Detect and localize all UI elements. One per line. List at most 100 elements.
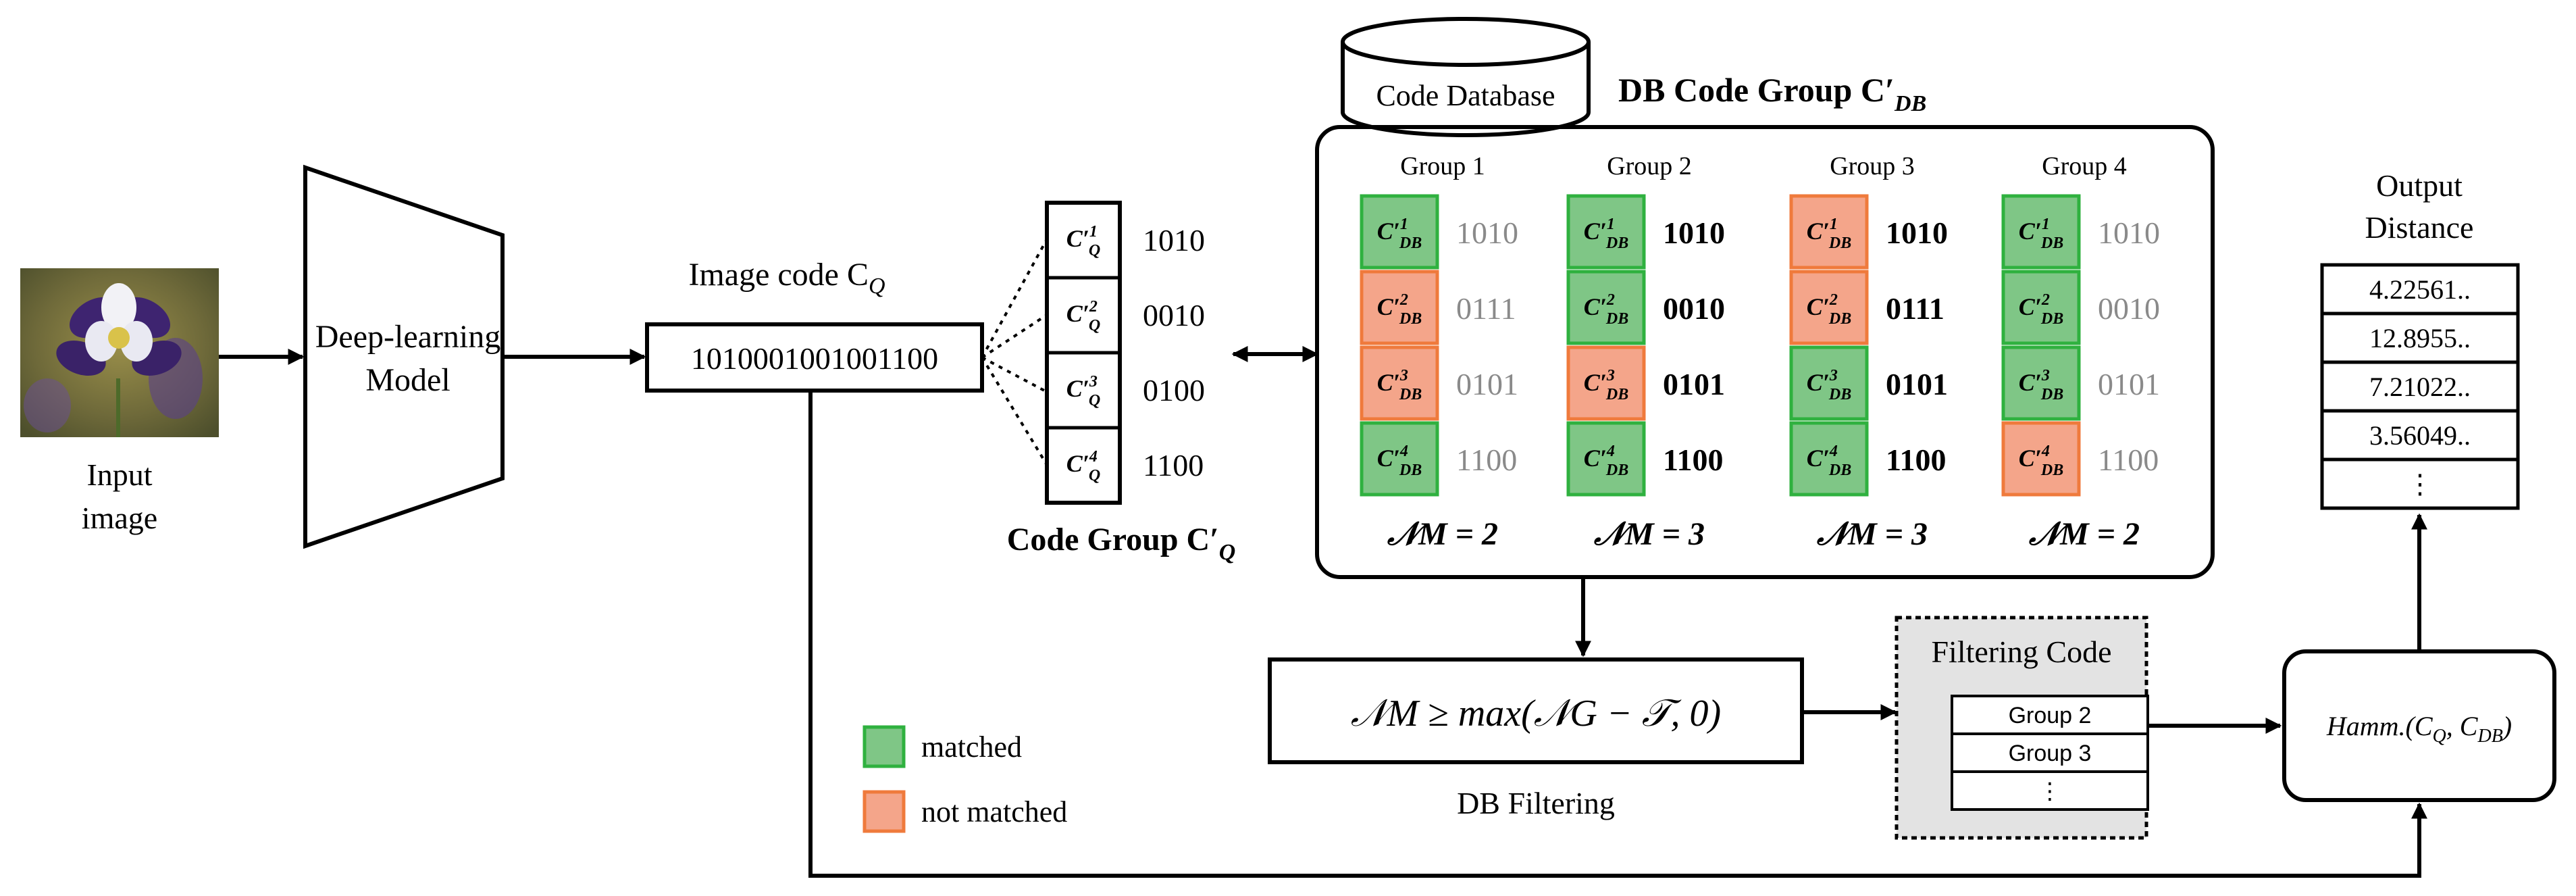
db-cell-1-2-not-matched [1360,270,1439,345]
input-image [20,268,219,437]
flower-icon [56,283,182,437]
output-row-5 [2320,457,2520,510]
db-filtering-box [1268,657,1804,764]
db-group-3-nm: 𝒩M = 3 [1816,516,1928,552]
filtering-row-3 [1951,770,2149,811]
db-cell-1-3-not-matched [1360,345,1439,421]
db-cell-2-2-matched [1566,270,1646,345]
db-cell-2-3-not-matched [1566,345,1646,421]
filtering-row-text-3: ⋮ [2038,778,2061,804]
output-row-text-1: 4.22561.. [2369,274,2471,305]
output-row-text-4: 3.56049.. [2369,420,2471,451]
legend-matched-label: matched [921,730,1022,764]
db-filtering-label: DB Filtering [1457,786,1615,820]
db-cell-3-4-matched [1789,421,1869,497]
db-bits-2-1: 1010 [1663,216,1725,250]
legend-not-matched-label: not matched [921,795,1067,828]
db-cell-3-1-not-matched [1789,194,1869,270]
input-label-line1: Input [86,457,152,492]
output-row-text-3: 7.21022.. [2369,372,2471,402]
model-label-line1: Deep-learning [315,319,501,355]
db-cell-4-2-matched [2001,270,2081,345]
filtering-row-text-2: Group 3 [2009,741,2092,766]
output-row-text-2: 12.8955.. [2369,323,2471,353]
model-label-line2: Model [365,362,450,398]
query-bits-3: 0100 [1143,373,1205,407]
output-row-4 [2320,409,2520,462]
output-row-2 [2320,312,2520,364]
legend: matched not matched [862,725,1067,833]
db-cell-4-1-matched [2001,194,2081,270]
deep-learning-model [303,164,505,549]
output-title-line2: Distance [2365,210,2474,245]
db-cell-2-1-matched [1566,194,1646,270]
db-bits-4-3: 0101 [2098,367,2160,401]
db-cell-3-3-matched [1789,345,1869,421]
legend-not-matched-swatch [862,790,906,833]
image-code-value: 1010001001001100 [691,341,938,376]
db-bits-1-4: 1100 [1456,443,1517,477]
db-cell-4-4-not-matched [2001,421,2081,497]
db-filtering-formula: 𝒩M ≥ max(𝒩G − 𝒯, 0) [1351,693,1721,735]
db-bits-4-1: 1010 [2098,216,2160,250]
output-title-line1: Output [2376,168,2463,203]
db-bits-1-2: 0111 [1456,291,1516,326]
query-bits-4: 1100 [1143,448,1204,482]
db-cell-2-4-matched [1566,421,1646,497]
code-split-lines [981,239,1048,466]
query-bits-2: 0010 [1143,298,1205,332]
db-group-1-title: Group 1 [1400,152,1485,180]
code-database-label: Code Database [1376,79,1555,112]
db-bits-4-4: 1100 [2098,443,2159,477]
filtering-code-title: Filtering Code [1931,634,2111,669]
db-bits-3-1: 1010 [1886,216,1948,250]
code-database-cylinder: Code Database [1341,17,1591,137]
arrow-code-bypass [808,391,2427,878]
db-group-title: DB Code Group C′DB [1618,71,1926,116]
output-row-1 [2320,263,2520,316]
db-group-2-title: Group 2 [1607,152,1692,180]
db-group-2-nm: 𝒩M = 3 [1593,516,1705,552]
output-row-3 [2320,360,2520,413]
db-bits-3-4: 1100 [1886,443,1946,477]
query-bits-1: 1010 [1143,223,1205,257]
db-bits-2-3: 0101 [1663,367,1725,401]
db-cell-4-3-matched [2001,345,2081,421]
filtering-row-text-1: Group 2 [2009,703,2092,728]
db-group-4-title: Group 4 [2042,152,2127,180]
db-cell-3-2-not-matched [1789,270,1869,345]
image-code-box [645,322,984,393]
output-row-text-5: ⋮ [2406,469,2433,499]
filtering-row-1 [1951,695,2149,735]
db-bits-1-1: 1010 [1456,216,1518,250]
db-group-3-title: Group 3 [1830,152,1915,180]
db-bits-1-3: 0101 [1456,367,1518,401]
db-group-4-nm: 𝒩M = 2 [2028,516,2140,552]
db-code-group-panel [1315,125,2215,579]
db-cell-1-4-matched [1360,421,1439,497]
hamming-label: Hamm.(CQ, CDB) [2326,711,2512,747]
filtering-row-2 [1951,732,2149,773]
